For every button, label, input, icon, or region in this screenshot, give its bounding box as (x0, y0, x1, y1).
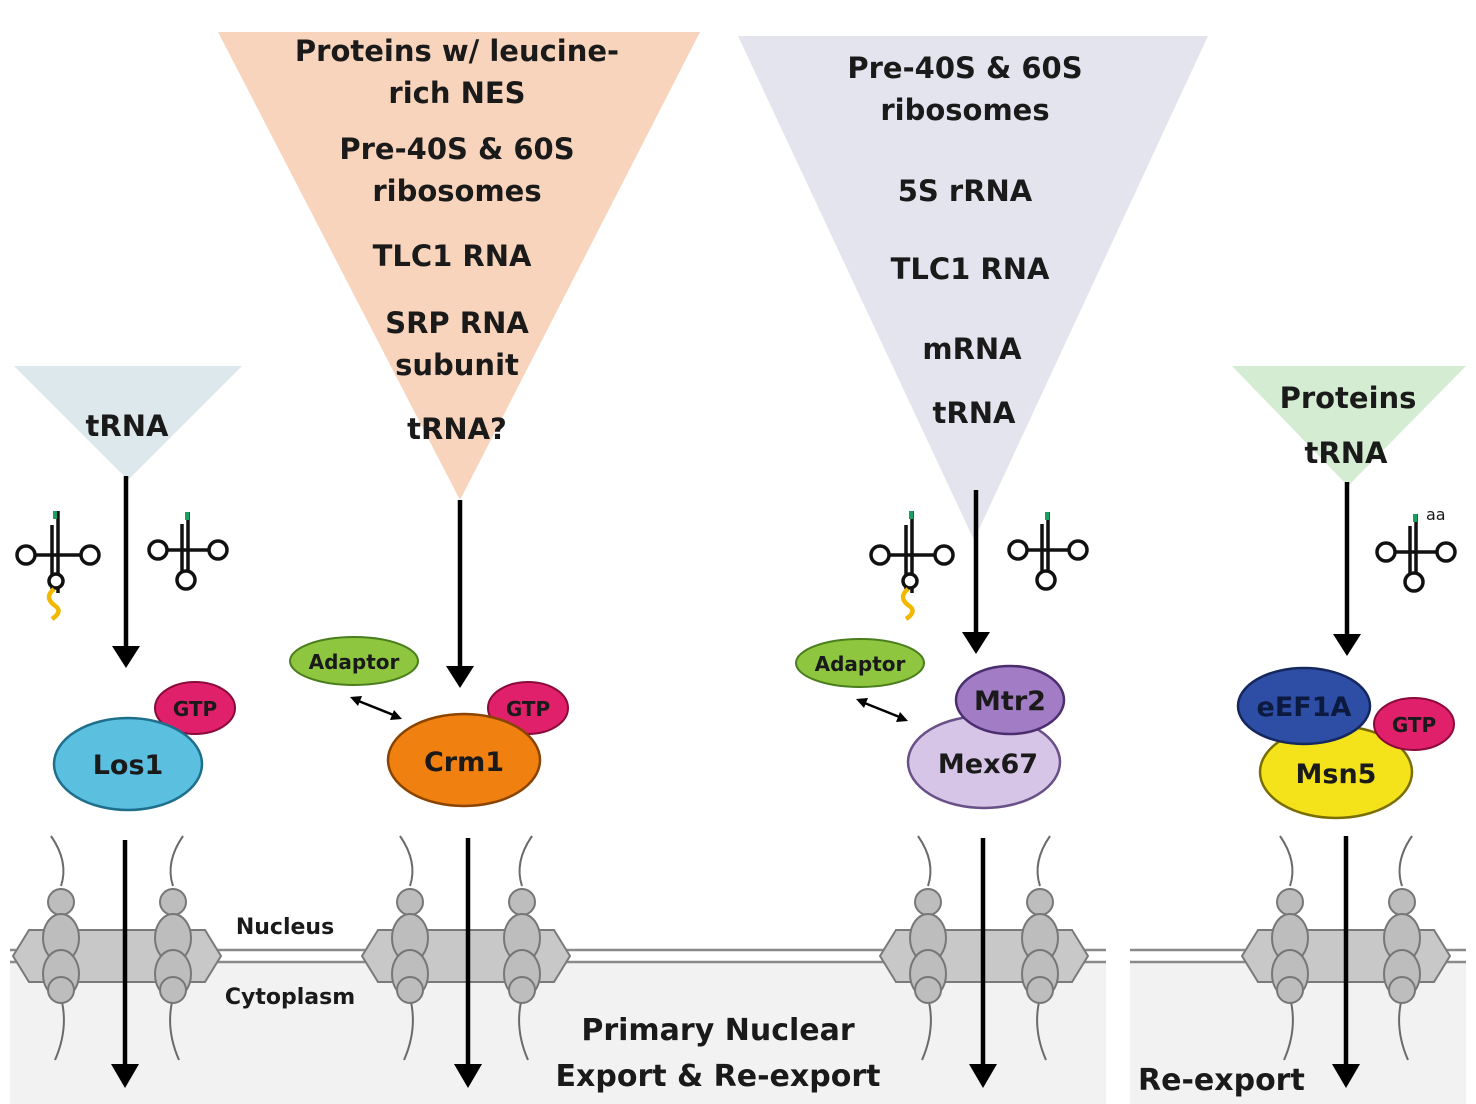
mex67-adaptor (795, 638, 925, 688)
crm1-cargo-list: Proteins w/ leucine- rich NES Pre-40S & … (295, 34, 619, 446)
msn5-cargo-list: Proteins tRNA (1280, 381, 1417, 470)
aminoacyl-trna-icon: aa (1375, 505, 1457, 593)
arrowhead (350, 696, 362, 706)
aminoacid-label: aa (1426, 505, 1446, 524)
cargo-label: ribosomes (880, 93, 1049, 127)
arrowhead (962, 632, 990, 654)
cargo-label: 5S rRNA (898, 174, 1033, 208)
arrowhead (969, 1064, 997, 1088)
cargo-label: Pre-40S & 60S (847, 51, 1082, 85)
mtr2-partner (954, 664, 1066, 736)
mex67-cargo-funnel (738, 36, 1208, 540)
cargo-label: ribosomes (372, 174, 541, 208)
cargo-label: TLC1 RNA (373, 239, 532, 273)
crm1-adaptor-label: Adaptor (309, 650, 400, 674)
los1-cargo-list: tRNA (86, 409, 169, 443)
crm1-adaptor-exchange-arrow (355, 698, 397, 718)
crm1-cargo-funnel (218, 32, 700, 500)
msn5-cargo-funnel (1232, 366, 1466, 486)
eef1a-partner-label: eEF1A (1257, 692, 1352, 723)
arrowhead (111, 1064, 139, 1088)
nuclear-pore-complex (11, 835, 223, 1061)
import-to-receptor-arrows (112, 476, 1361, 688)
cargo-label: tRNA? (407, 412, 507, 446)
msn5-receptor-label: Msn5 (1296, 759, 1377, 790)
arrowhead (446, 666, 474, 688)
arrowhead (454, 1064, 482, 1088)
export-arrows (111, 836, 1360, 1088)
los1-gtp-label: GTP (173, 697, 217, 721)
msn5-gtp-label: GTP (1392, 713, 1436, 737)
cargo-label: tRNA (1305, 436, 1388, 470)
eef1a-partner (1236, 666, 1372, 746)
msn5-gtp (1373, 697, 1455, 751)
arrowhead (1333, 634, 1361, 656)
los1-cargo-funnel (14, 366, 242, 480)
trna-icon (1007, 512, 1089, 591)
los1-receptor-label: Los1 (93, 750, 164, 781)
crm1-adaptor (289, 636, 419, 686)
mex67-adaptor-exchange-arrow (861, 700, 903, 720)
crm1-gtp-label: GTP (506, 697, 550, 721)
mtr2-partner-label: Mtr2 (974, 686, 1046, 717)
mex67-cargo-list: Pre-40S & 60S ribosomes 5S rRNA TLC1 RNA… (847, 51, 1082, 430)
cytoplasm-label: Cytoplasm (225, 985, 355, 1010)
cargo-label: subunit (395, 348, 519, 382)
cargo-label: rich NES (388, 76, 525, 110)
reexport-caption: Re-export (1138, 1063, 1305, 1098)
crm1-receptor-label: Crm1 (424, 747, 504, 778)
cargo-label: Proteins w/ leucine- (295, 34, 619, 68)
cargo-label: TLC1 RNA (891, 252, 1050, 286)
cargo-label: Proteins (1280, 381, 1417, 415)
los1-receptor (52, 716, 204, 812)
arrowhead (112, 646, 140, 668)
mex67-adaptor-label: Adaptor (815, 652, 906, 676)
crm1-receptor (386, 712, 542, 808)
nucleus-label: Nucleus (236, 915, 334, 940)
los1-gtp (154, 681, 236, 735)
arrowhead (896, 712, 908, 722)
arrowhead (1332, 1064, 1360, 1088)
arrowhead (856, 698, 868, 708)
trna-icon (869, 511, 955, 621)
mex67-receptor-label: Mex67 (938, 749, 1038, 780)
cargo-label: mRNA (922, 332, 1022, 366)
cargo-label: tRNA (86, 409, 169, 443)
nuclear-pore-complex (878, 835, 1090, 1061)
arrowhead (390, 710, 402, 720)
primary-export-caption-line1: Primary Nuclear (581, 1013, 854, 1048)
trna-icon (15, 511, 101, 621)
cargo-label: Pre-40S & 60S (339, 132, 574, 166)
primary-export-caption-line2: Export & Re-export (556, 1059, 881, 1094)
trna-icon (147, 512, 229, 591)
cargo-label: tRNA (933, 396, 1016, 430)
cargo-label: SRP RNA (385, 306, 529, 340)
